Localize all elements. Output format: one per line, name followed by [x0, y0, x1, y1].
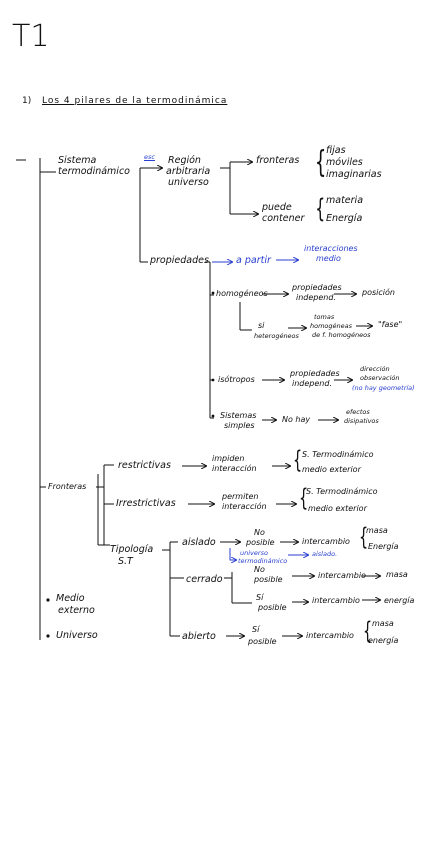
posicion: posición: [362, 288, 395, 297]
brace-icon: {: [363, 617, 373, 645]
heterogeneos: heterogéneos: [254, 332, 299, 340]
restrictivas: restrictivas: [118, 460, 171, 471]
abierto-intercambio: intercambio: [306, 631, 354, 640]
frontera-fijas: fijas: [326, 145, 346, 156]
brace-icon: {: [359, 523, 369, 551]
interacciones-l1: interacciones: [304, 244, 358, 253]
aislado: aislado: [182, 537, 216, 548]
aislado-no-l1: No: [254, 528, 265, 537]
abierto-energia: energía: [368, 636, 399, 645]
efectos-l1: efectos: [346, 408, 370, 416]
irr-item-2: medio exterior: [308, 504, 367, 513]
cerrado: cerrado: [186, 574, 223, 585]
abierto-si-l2: posible: [248, 637, 277, 646]
cerrado-si-l1: Sí: [256, 593, 264, 602]
region-l2: arbitraria: [166, 166, 211, 177]
isotropos: isótropos: [218, 375, 255, 384]
frontera-imaginarias: imaginarias: [326, 169, 382, 180]
sistema-label-2: termodinámico: [58, 166, 130, 177]
prop2-l1: propiedades: [290, 369, 340, 378]
cerrado-energia: energía: [384, 596, 415, 605]
brace-icon: {: [293, 446, 303, 474]
no-hay: No hay: [282, 415, 311, 424]
esc-tag: esc: [144, 153, 155, 161]
cerrado-no-l2: posible: [254, 575, 283, 584]
tomas-l2: homogéneas: [310, 322, 353, 330]
heading-text: Los 4 pilares de la termodinámica: [42, 96, 228, 106]
irrestrictivas: Irrestrictivas: [116, 498, 176, 509]
tipologia-l1: Tipología: [110, 544, 154, 555]
no-hay-geometria: (no hay geometría): [352, 384, 415, 392]
direccion-l1: dirección: [360, 365, 390, 373]
restr-item-2: medio exterior: [302, 465, 361, 474]
cerrado-intercambio-2: intercambio: [312, 596, 360, 605]
simples-l2: simples: [224, 421, 255, 430]
brace-icon: {: [315, 194, 326, 224]
materia: materia: [326, 195, 364, 206]
fronteras-label: fronteras: [256, 155, 300, 166]
cerrado-si-l2: posible: [258, 603, 287, 612]
a-partir: a partir: [236, 255, 271, 266]
abierto: abierto: [182, 631, 216, 642]
prop-indep-l2: independ.: [296, 293, 336, 302]
page-title: T1: [12, 19, 50, 54]
fase: "fase": [378, 320, 403, 329]
aislado-note: aislado.: [312, 550, 338, 558]
sistema-label-1: Sistema: [58, 155, 97, 166]
abierto-masa: masa: [372, 619, 394, 628]
puede-l1: puede: [262, 202, 292, 213]
restr-item-1: S. Termodinámico: [302, 450, 374, 459]
abierto-si-l1: Sí: [252, 625, 260, 634]
propiedades-label: propiedades: [150, 255, 209, 266]
tomas-l1: tomas: [314, 313, 335, 321]
medio-l1: Medio: [56, 593, 85, 604]
homogeneos: homogéneos: [216, 289, 268, 298]
energia: Energía: [326, 213, 363, 224]
universo: Universo: [56, 630, 98, 641]
interacciones-l2: medio: [316, 254, 341, 263]
medio-l2: externo: [58, 605, 95, 616]
cerrado-intercambio-1: intercambio: [318, 571, 366, 580]
aislado-no-l2: posible: [246, 538, 275, 547]
cerrado-no-l1: No: [254, 565, 265, 574]
region-l3: universo: [168, 177, 209, 188]
aislado-energia: Energía: [368, 542, 399, 551]
si-label: si: [258, 321, 265, 330]
efectos-l2: disipativos: [344, 417, 379, 425]
permiten-l2: interacción: [222, 502, 267, 511]
tomas-l3: de f. homogéneos: [312, 331, 371, 339]
universo-l1: universo: [240, 549, 268, 557]
prop2-l2: independ.: [292, 379, 332, 388]
universo-l2: termodinámico: [238, 557, 288, 565]
impiden-l1: impiden: [212, 454, 245, 463]
tipologia-l2: S.T: [118, 556, 133, 567]
irr-item-1: S. Termodinámico: [306, 487, 378, 496]
fronteras-heading: Fronteras: [48, 482, 87, 491]
puede-l2: contener: [262, 213, 305, 224]
cerrado-masa: masa: [386, 570, 408, 579]
aislado-intercambio: intercambio: [302, 537, 350, 546]
region-l1: Región: [168, 155, 201, 166]
frontera-moviles: móviles: [326, 157, 363, 168]
prop-indep-l1: propiedades: [292, 283, 342, 292]
simples-l1: Sistemas: [220, 411, 257, 420]
direccion-l2: observación: [360, 374, 400, 382]
brace-icon: {: [314, 145, 327, 180]
heading-number: 1): [22, 96, 32, 106]
permiten-l1: permiten: [222, 492, 259, 501]
impiden-l2: interacción: [212, 464, 257, 473]
aislado-masa: masa: [366, 526, 388, 535]
brace-icon: {: [299, 484, 309, 512]
